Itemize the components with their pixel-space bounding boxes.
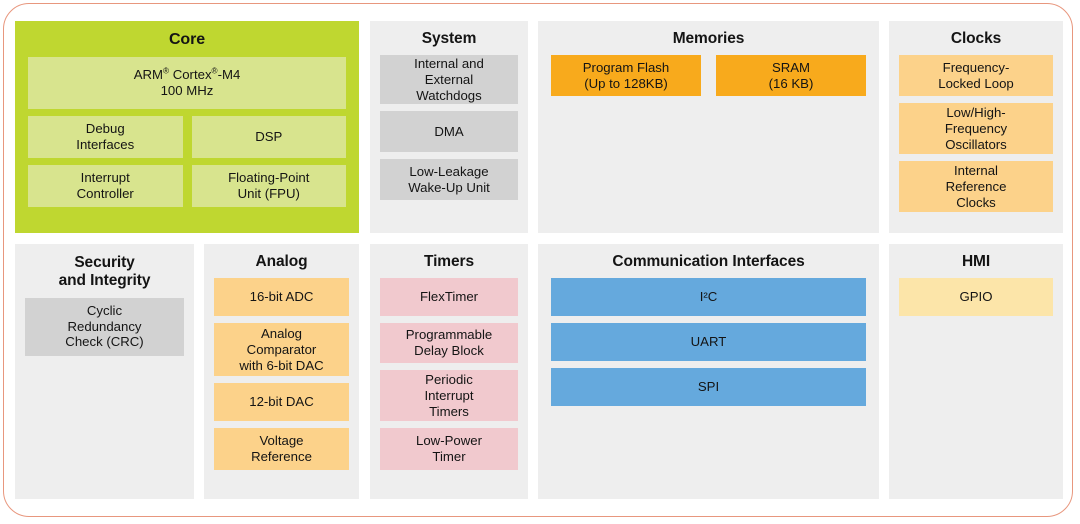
panel-system: System Internal and External Watchdogs D… — [370, 21, 528, 233]
panel-timers-blocks: FlexTimer Programmable Delay Block Perio… — [370, 278, 528, 471]
panel-communication-title: Communication Interfaces — [612, 253, 805, 270]
block-flextimer[interactable]: FlexTimer — [380, 278, 518, 317]
block-flextimer-label: FlexTimer — [419, 289, 479, 305]
panel-clocks-blocks: Frequency- Locked Loop Low/High- Frequen… — [889, 55, 1063, 213]
block-dma[interactable]: DMA — [380, 111, 518, 153]
panel-security-blocks: Cyclic Redundancy Check (CRC) — [15, 297, 194, 356]
block-voltage-reference-label: Voltage Reference — [251, 433, 312, 465]
block-16-bit-adc[interactable]: 16-bit ADC — [214, 278, 349, 317]
block-analog-comparator[interactable]: Analog Comparator with 6-bit DAC — [214, 323, 349, 377]
panel-security-title: Security and Integrity — [58, 254, 151, 290]
panel-memories-title: Memories — [672, 30, 745, 47]
block-debug-interfaces[interactable]: Debug Interfaces — [28, 115, 183, 158]
block-12-bit-dac[interactable]: 12-bit DAC — [214, 383, 349, 422]
block-interrupt-controller-label: Interrupt Controller — [76, 170, 134, 201]
panel-memories-blocks: Program Flash (Up to 128KB) SRAM (16 KB) — [538, 55, 879, 97]
block-sram-label: SRAM (16 KB) — [768, 59, 814, 91]
diagram-frame: Core ARM® Cortex®-M4 100 MHz Debug Inter… — [3, 3, 1073, 517]
block-dsp-label: DSP — [255, 128, 283, 144]
diagram-grid: Core ARM® Cortex®-M4 100 MHz Debug Inter… — [15, 21, 1063, 499]
panel-system-blocks: Internal and External Watchdogs DMA Low-… — [370, 55, 528, 201]
panel-hmi-title: HMI — [961, 253, 991, 270]
block-12-bit-dac-label: 12-bit DAC — [249, 394, 314, 410]
block-voltage-reference[interactable]: Voltage Reference — [214, 428, 349, 471]
block-analog-comparator-label: Analog Comparator with 6-bit DAC — [239, 326, 324, 373]
panel-clocks: Clocks Frequency- Locked Loop Low/High- … — [889, 21, 1063, 233]
panel-memories: Memories Program Flash (Up to 128KB) SRA… — [538, 21, 879, 233]
block-arm-cortex-m4[interactable]: ARM® Cortex®-M4 100 MHz — [28, 56, 346, 109]
panel-core: Core ARM® Cortex®-M4 100 MHz Debug Inter… — [15, 21, 359, 233]
panel-communication-blocks: I²C UART SPI — [538, 278, 879, 407]
core-row-2: Interrupt Controller Floating-Point Unit… — [28, 164, 346, 207]
block-uart-label: UART — [690, 334, 727, 350]
registered-trademark-icon: ® — [163, 66, 170, 76]
block-spi-label: SPI — [697, 379, 720, 395]
block-dma-label: DMA — [434, 123, 464, 139]
block-program-flash[interactable]: Program Flash (Up to 128KB) — [551, 55, 701, 97]
block-internal-reference-clocks-label: Internal Reference Clocks — [945, 163, 1007, 210]
panel-analog-title: Analog — [255, 253, 308, 270]
block-oscillators[interactable]: Low/High- Frequency Oscillators — [899, 103, 1053, 155]
core-row-1: Debug Interfaces DSP — [28, 115, 346, 158]
block-watchdogs[interactable]: Internal and External Watchdogs — [380, 55, 518, 105]
block-programmable-delay-block-label: Programmable Delay Block — [405, 327, 493, 359]
block-programmable-delay-block[interactable]: Programmable Delay Block — [380, 323, 518, 364]
block-frequency-locked-loop-label: Frequency- Locked Loop — [938, 59, 1014, 91]
block-floating-point-unit-label: Floating-Point Unit (FPU) — [228, 170, 310, 201]
block-low-power-timer[interactable]: Low-Power Timer — [380, 428, 518, 471]
block-debug-interfaces-label: Debug Interfaces — [76, 121, 135, 152]
block-gpio-label: GPIO — [959, 289, 993, 305]
block-low-power-timer-label: Low-Power Timer — [416, 433, 482, 465]
block-internal-reference-clocks[interactable]: Internal Reference Clocks — [899, 161, 1053, 213]
panel-timers-title: Timers — [424, 253, 474, 270]
block-sram[interactable]: SRAM (16 KB) — [716, 55, 866, 97]
panel-hmi-blocks: GPIO — [889, 278, 1063, 317]
block-program-flash-label: Program Flash (Up to 128KB) — [582, 59, 670, 91]
panel-core-title: Core — [168, 31, 206, 48]
panel-hmi: HMI GPIO — [889, 244, 1063, 499]
block-low-leakage-wakeup-unit-label: Low-Leakage Wake-Up Unit — [408, 163, 490, 195]
block-spi[interactable]: SPI — [551, 368, 866, 407]
block-i2c[interactable]: I²C — [551, 278, 866, 317]
panel-analog: Analog 16-bit ADC Analog Comparator with… — [204, 244, 359, 499]
panel-timers: Timers FlexTimer Programmable Delay Bloc… — [370, 244, 528, 499]
panel-analog-blocks: 16-bit ADC Analog Comparator with 6-bit … — [204, 278, 359, 471]
panel-security-and-integrity: Security and Integrity Cyclic Redundancy… — [15, 244, 194, 499]
panel-system-title: System — [421, 30, 477, 47]
block-watchdogs-label: Internal and External Watchdogs — [414, 56, 484, 103]
panel-communication-interfaces: Communication Interfaces I²C UART SPI — [538, 244, 879, 499]
block-floating-point-unit[interactable]: Floating-Point Unit (FPU) — [191, 164, 346, 207]
block-uart[interactable]: UART — [551, 323, 866, 362]
block-frequency-locked-loop[interactable]: Frequency- Locked Loop — [899, 55, 1053, 97]
block-periodic-interrupt-timers-label: Periodic Interrupt Timers — [424, 372, 474, 419]
block-low-leakage-wakeup-unit[interactable]: Low-Leakage Wake-Up Unit — [380, 159, 518, 201]
block-16-bit-adc-label: 16-bit ADC — [249, 289, 314, 305]
block-crc[interactable]: Cyclic Redundancy Check (CRC) — [25, 297, 184, 356]
block-crc-label: Cyclic Redundancy Check (CRC) — [65, 302, 144, 350]
block-periodic-interrupt-timers[interactable]: Periodic Interrupt Timers — [380, 370, 518, 422]
block-oscillators-label: Low/High- Frequency Oscillators — [944, 105, 1008, 152]
registered-trademark-icon: ® — [211, 66, 218, 76]
block-dsp[interactable]: DSP — [191, 115, 346, 158]
block-i2c-label: I²C — [699, 289, 718, 305]
block-arm-cortex-m4-label: ARM® Cortex®-M4 100 MHz — [133, 66, 241, 98]
block-interrupt-controller[interactable]: Interrupt Controller — [28, 164, 183, 207]
block-gpio[interactable]: GPIO — [899, 278, 1053, 317]
panel-core-blocks: ARM® Cortex®-M4 100 MHz Debug Interfaces… — [15, 56, 359, 207]
panel-clocks-title: Clocks — [950, 30, 1002, 47]
